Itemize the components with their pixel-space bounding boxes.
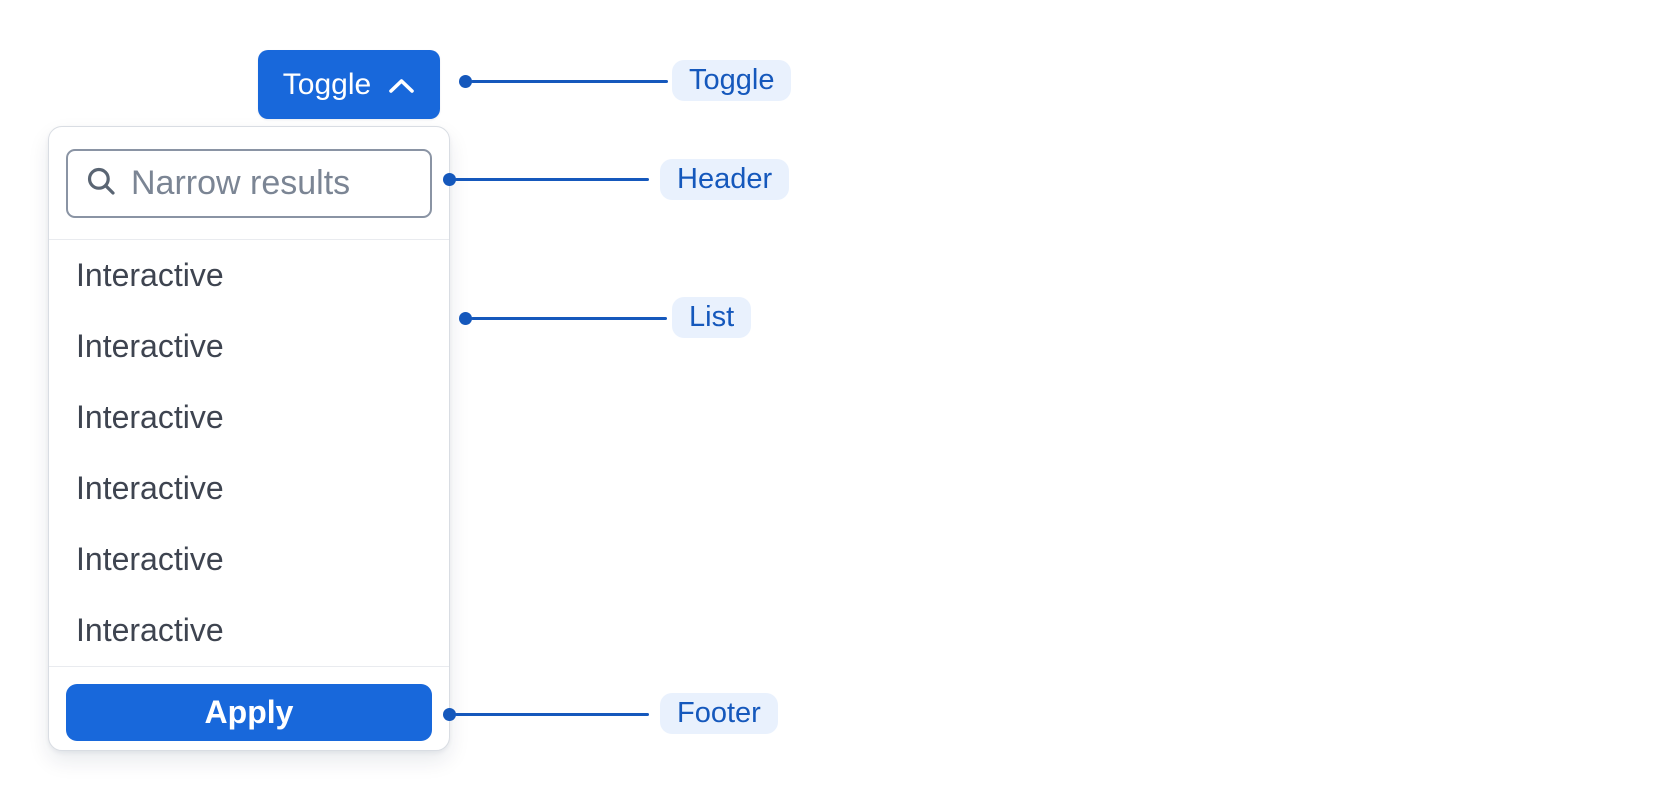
callout-line-header (455, 178, 649, 181)
magnifying-glass-icon (85, 165, 117, 202)
chevron-up-icon (388, 76, 415, 94)
callout-dot-header (443, 173, 456, 186)
callout-line-toggle (471, 80, 668, 83)
dropdown-panel: Interactive Interactive Interactive Inte… (48, 126, 450, 751)
list-item[interactable]: Interactive (49, 382, 449, 453)
apply-button[interactable]: Apply (66, 684, 432, 741)
callout-label-header: Header (660, 159, 790, 200)
callout-label-footer: Footer (660, 693, 778, 734)
dropdown-footer: Apply (49, 666, 449, 750)
callout-dot-toggle (459, 75, 472, 88)
callout-dot-footer (443, 708, 456, 721)
callout-line-footer (455, 713, 649, 716)
callout-label-list: List (672, 297, 752, 338)
list-item[interactable]: Interactive (49, 311, 449, 382)
callout-dot-list (459, 312, 472, 325)
toggle-button-label: Toggle (282, 67, 372, 101)
list-item[interactable]: Interactive (49, 240, 449, 311)
search-input[interactable] (117, 164, 430, 203)
dropdown-header (49, 127, 449, 240)
callout-label-toggle: Toggle (672, 60, 792, 101)
list-item[interactable]: Interactive (49, 453, 449, 524)
search-box[interactable] (66, 149, 432, 218)
list-item[interactable]: Interactive (49, 595, 449, 666)
callout-line-list (471, 317, 667, 320)
dropdown-list: Interactive Interactive Interactive Inte… (49, 240, 449, 666)
list-item[interactable]: Interactive (49, 524, 449, 595)
toggle-button[interactable]: Toggle (258, 50, 440, 119)
